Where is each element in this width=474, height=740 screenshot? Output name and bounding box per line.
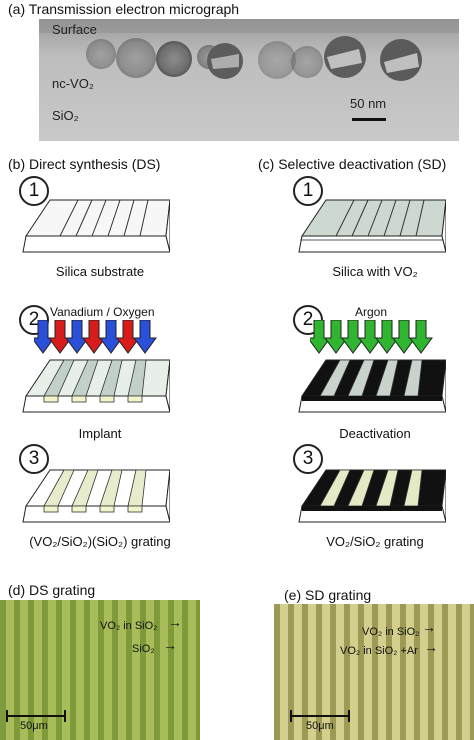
sd-step-3-block — [298, 469, 446, 523]
oxygen-arrow — [82, 320, 106, 354]
ds-label-sio2: SiO₂ — [132, 643, 155, 655]
vanadium-arrow — [99, 320, 123, 354]
ds-scale-tick — [64, 710, 66, 722]
sd-label-vo2: VO₂ in SiO₂ — [362, 626, 420, 638]
ds-scale-bar — [6, 715, 66, 717]
vanadium-arrow — [34, 320, 55, 354]
argon-arrow — [358, 320, 382, 354]
sd-step-1-caption: Silica with VO₂ — [332, 264, 418, 279]
ds-step-1-number: 1 — [19, 176, 49, 206]
argon-arrow — [375, 320, 399, 354]
sd-scale-bar — [290, 715, 350, 717]
tem-label-nc-vo2: nc-VO₂ — [52, 76, 94, 91]
ds-scale-label: 50μm — [20, 720, 48, 732]
sd-step-2-caption: Deactivation — [339, 426, 411, 441]
sd-scale-tick — [348, 710, 350, 722]
sd-step-3-number: 3 — [293, 444, 323, 474]
ds-step-1-caption: Silica substrate — [55, 264, 145, 279]
sd-arrow-vo2-icon: → — [422, 619, 436, 635]
argon-arrow — [310, 320, 331, 354]
sd-beam-label: Argon — [355, 305, 388, 319]
panel-e-title: (e) SD grating — [284, 587, 372, 603]
sd-scale-tick — [290, 710, 292, 722]
argon-arrow — [341, 320, 365, 354]
oxygen-arrow — [116, 320, 140, 354]
sd-step-2-block — [298, 359, 446, 413]
tem-image — [39, 19, 459, 141]
sd-grating-stripes — [274, 604, 474, 740]
ds-step-3-block — [22, 469, 170, 523]
argon-arrow — [324, 320, 348, 354]
ds-label-vo2: VO₂ in SiO₂ — [100, 620, 158, 632]
vanadium-arrow — [133, 320, 157, 354]
tem-label-sio2: SiO₂ — [52, 108, 79, 123]
ds-arrow-sio2-icon: → — [163, 637, 177, 653]
sd-step-1-block — [298, 199, 446, 253]
tem-micrograph — [39, 19, 459, 141]
argon-arrow — [392, 320, 416, 354]
tem-scale-label: 50 nm — [350, 96, 387, 111]
vanadium-arrow — [65, 320, 89, 354]
ds-step-3-number: 3 — [19, 444, 49, 474]
ds-step-3-caption: (VO₂/SiO₂)(SiO₂) grating — [29, 534, 171, 549]
panel-c-title: (c) Selective deactivation (SD) — [258, 156, 447, 172]
ds-ion-beam — [34, 320, 157, 354]
panel-b-title: (b) Direct synthesis (DS) — [8, 156, 161, 172]
oxygen-arrow — [48, 320, 72, 354]
ds-step-1-block — [22, 199, 170, 253]
ds-step-2-caption: Implant — [78, 426, 122, 441]
ds-arrow-vo2-icon: → — [168, 614, 182, 630]
sd-step-3-caption: VO₂/SiO₂ grating — [326, 534, 424, 549]
panel-d-title: (d) DS grating — [8, 582, 96, 598]
ds-beam-label: Vanadium / Oxygen — [50, 305, 155, 319]
tem-label-surface: Surface — [52, 22, 97, 37]
sd-step-1-number: 1 — [293, 176, 323, 206]
ds-step-2-block — [22, 359, 170, 413]
argon-arrow — [409, 320, 433, 354]
sd-label-vo2-ar: VO₂ in SiO₂ +Ar — [340, 645, 418, 657]
panel-a-title: (a) Transmission electron micrograph — [8, 1, 240, 17]
ds-scale-tick — [6, 710, 8, 722]
sd-scale-label: 50μm — [306, 720, 334, 732]
sd-arrow-vo2-ar-icon: → — [424, 639, 438, 655]
sd-grating-photo — [274, 604, 474, 740]
sd-ion-beam — [310, 320, 433, 354]
tem-scale-bar — [352, 118, 386, 121]
nanoparticles — [86, 36, 422, 81]
